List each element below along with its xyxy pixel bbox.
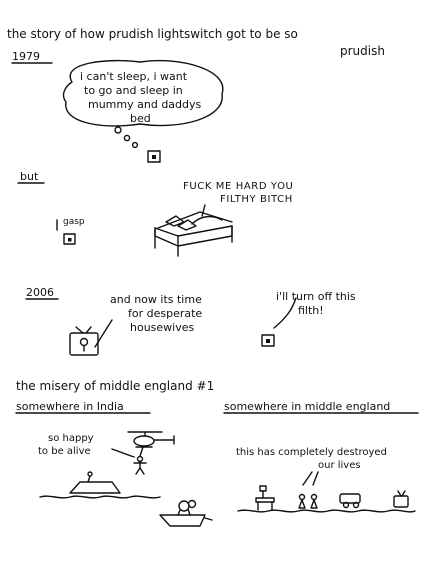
television-drawing xyxy=(69,319,113,356)
thought-line-2: to go and sleep in xyxy=(84,84,183,97)
thought-bubble xyxy=(62,59,224,127)
parents-speech-line-2: FILTHY BITCH xyxy=(220,194,293,205)
lightswitch-gasp xyxy=(56,219,76,245)
parents-speech-line-1: FUCK ME HARD YOU xyxy=(183,181,294,192)
section-title: the misery of middle england #1 xyxy=(16,379,215,393)
england-speech-line-2: our lives xyxy=(318,460,361,471)
england-speech-line-1: this has completely destroyed xyxy=(236,447,387,458)
thought-line-1: i can't sleep, i want xyxy=(80,70,188,83)
year-1979: 1979 xyxy=(12,50,40,63)
story-title: the story of how prudish lightswitch got… xyxy=(7,27,298,41)
thought-dot-2 xyxy=(123,134,131,142)
india-speech-line-2: to be alive xyxy=(38,446,91,457)
switch-speech-line-2: filth! xyxy=(298,304,324,317)
gasp-label: gasp xyxy=(63,217,85,227)
lightswitch-1979 xyxy=(147,150,161,163)
lightswitch-2006 xyxy=(261,297,297,347)
flooded-house-drawing xyxy=(39,471,161,499)
india-speech-line-1: so happy xyxy=(48,433,94,444)
right-panel-title: somewhere in middle england xyxy=(224,400,391,413)
year-2006: 2006 xyxy=(26,286,54,299)
tv-speech-line-3: housewives xyxy=(130,321,195,334)
but-label: but xyxy=(20,170,39,183)
tv-speech-line-2: for desperate xyxy=(128,307,203,320)
bed-drawing xyxy=(154,204,233,257)
middle-england-drawing xyxy=(237,471,416,513)
thought-dot-3 xyxy=(131,141,139,149)
thought-line-4: bed xyxy=(130,112,151,125)
left-panel-title: somewhere in India xyxy=(16,400,124,413)
tv-speech-line-1: and now its time xyxy=(110,293,202,306)
story-title-continued: prudish xyxy=(340,44,385,58)
switch-speech-line-1: i'll turn off this xyxy=(276,290,356,303)
thought-dot-1 xyxy=(114,126,122,134)
helicopter-drawing xyxy=(111,431,175,475)
thought-line-3: mummy and daddys xyxy=(88,98,202,111)
boat-drawing xyxy=(159,499,213,527)
